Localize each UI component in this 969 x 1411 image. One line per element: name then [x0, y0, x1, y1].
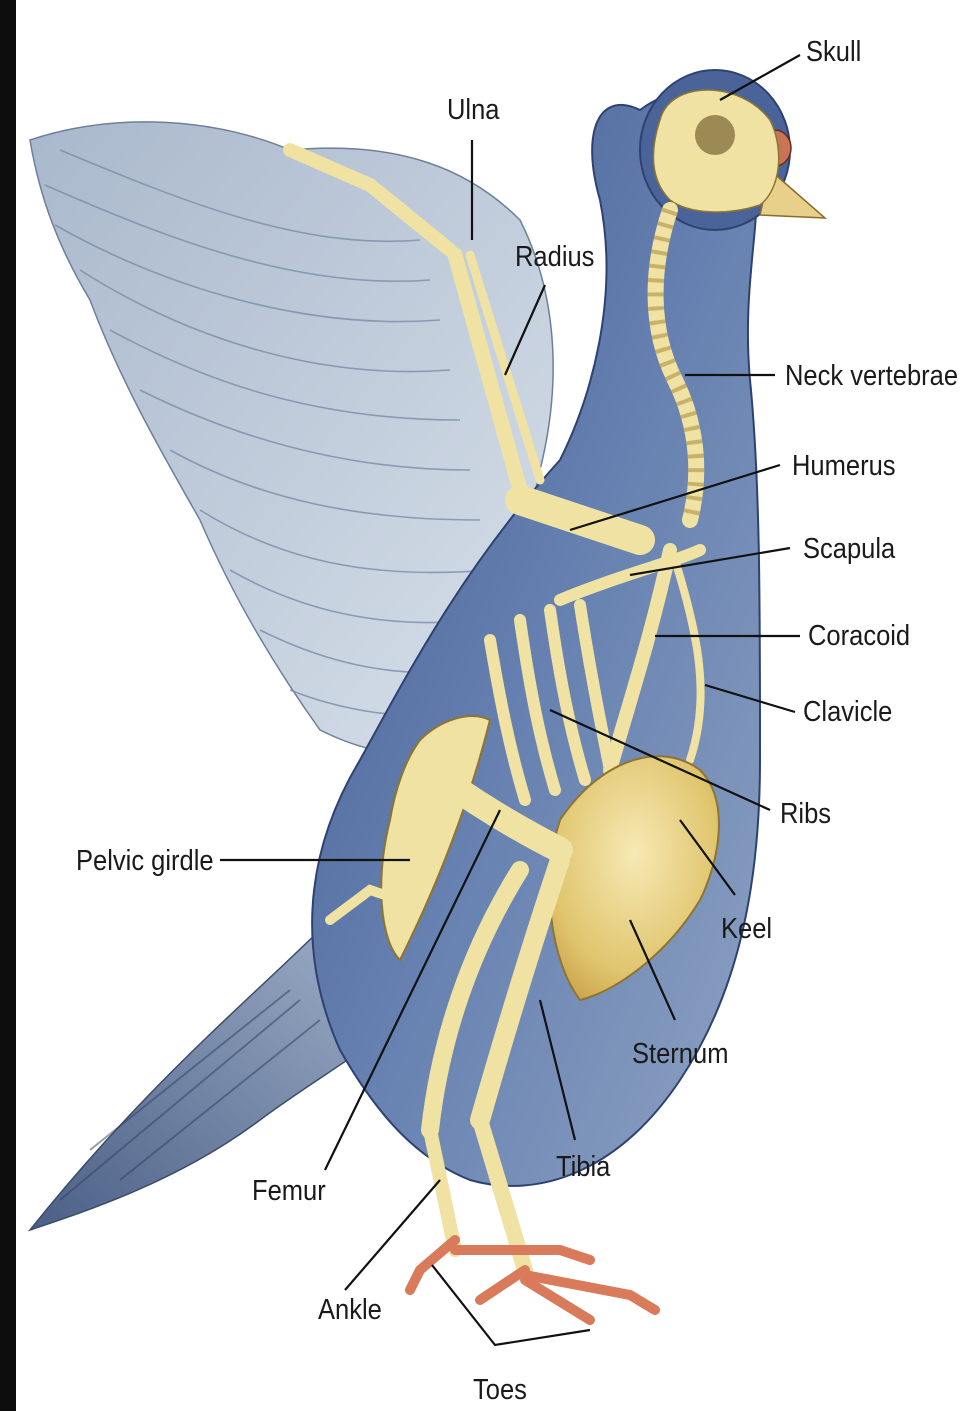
label-neck-vertebrae: Neck vertebrae — [785, 362, 958, 391]
feet — [410, 1240, 655, 1320]
label-humerus: Humerus — [792, 452, 896, 481]
label-skull: Skull — [806, 38, 861, 67]
label-keel: Keel — [721, 915, 772, 944]
label-sternum: Sternum — [632, 1040, 728, 1069]
label-ribs: Ribs — [780, 800, 831, 829]
label-femur: Femur — [252, 1177, 326, 1206]
label-scapula: Scapula — [803, 535, 895, 564]
label-tibia: Tibia — [556, 1153, 610, 1182]
label-pelvic-girdle: Pelvic girdle — [76, 847, 214, 876]
label-ulna: Ulna — [447, 96, 499, 125]
label-toes: Toes — [473, 1376, 527, 1405]
label-ankle: Ankle — [318, 1296, 382, 1325]
label-coracoid: Coracoid — [808, 622, 910, 651]
label-clavicle: Clavicle — [803, 698, 892, 727]
label-radius: Radius — [515, 243, 594, 272]
